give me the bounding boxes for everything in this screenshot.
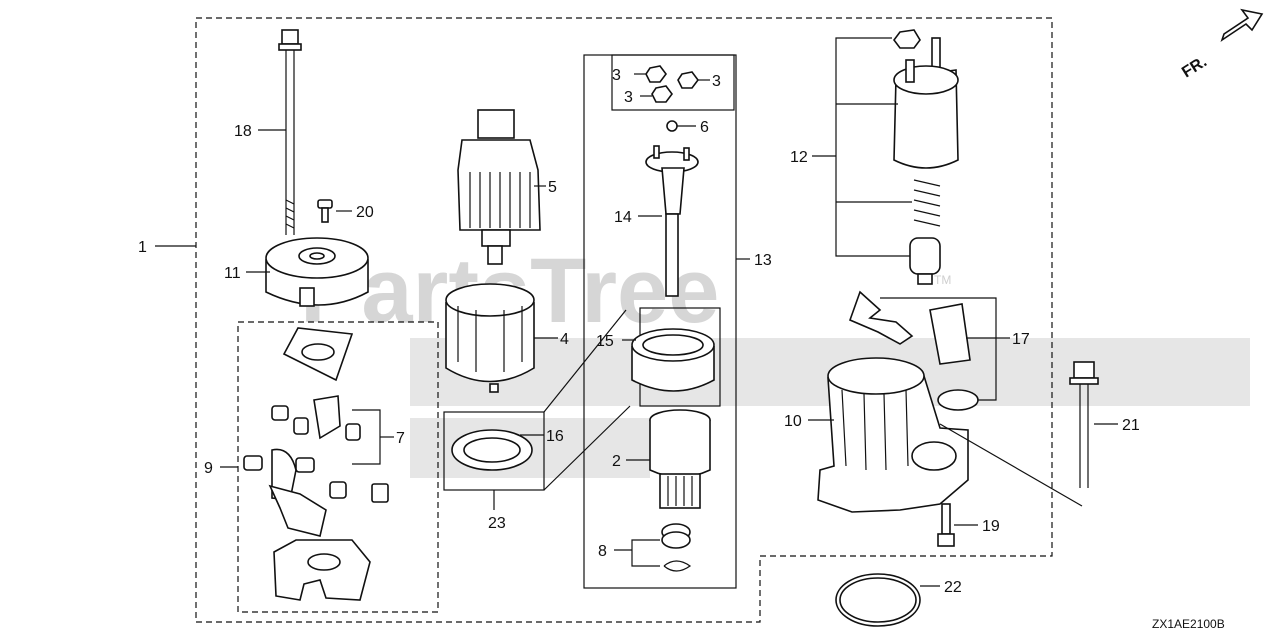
callout-8: 8	[598, 543, 607, 560]
long-bolt-18	[278, 29, 302, 235]
callout-21: 21	[1122, 417, 1140, 434]
collar-clip-8	[661, 523, 692, 572]
callout-19: 19	[982, 518, 1000, 535]
callout-15: 15	[596, 333, 614, 350]
callout-1: 1	[138, 239, 147, 256]
callout-7: 7	[396, 430, 405, 447]
assembly-boundary	[195, 17, 1053, 623]
callout-13: 13	[754, 252, 772, 269]
yoke-4	[445, 283, 535, 393]
callout-18: 18	[234, 123, 252, 140]
internal-gear-15	[631, 328, 715, 392]
pinion-gear-2	[649, 409, 711, 509]
callout-9: 9	[204, 460, 213, 477]
callout-23: 23	[488, 515, 506, 532]
o-ring-6	[666, 120, 678, 132]
callout-14: 14	[614, 209, 632, 226]
lever-pad-cap-17	[848, 290, 979, 411]
shaft-14	[645, 145, 699, 297]
washer-16	[451, 429, 533, 471]
leader-lines	[155, 37, 1118, 587]
brush-holder-parts-7-9	[243, 327, 389, 601]
solenoid-12	[893, 29, 959, 285]
callout-3c: 3	[624, 89, 633, 106]
through-bolt-21	[1069, 361, 1099, 488]
callout-12: 12	[790, 149, 808, 166]
callout-10: 10	[784, 413, 802, 430]
callout-2: 2	[612, 453, 621, 470]
callout-3a: 3	[612, 67, 621, 84]
trademark-mark: TM	[934, 273, 951, 287]
rear-cover-11	[265, 237, 369, 307]
callout-17: 17	[1012, 331, 1030, 348]
figure-code: ZX1AE2100B	[1152, 617, 1225, 631]
callout-3b: 3	[712, 73, 721, 90]
front-direction-arrow: FR.	[1179, 8, 1264, 81]
direction-label: FR.	[1179, 53, 1210, 81]
group-box-3	[611, 54, 735, 111]
armature-5	[457, 109, 541, 265]
o-ring-22	[835, 573, 921, 627]
callout-11: 11	[224, 265, 241, 282]
bolt-19	[937, 503, 955, 547]
callout-16: 16	[546, 428, 564, 445]
callout-6: 6	[700, 119, 709, 136]
front-housing-10	[817, 357, 969, 513]
screw-20	[317, 199, 333, 223]
callout-4: 4	[560, 331, 569, 348]
nuts-3	[645, 65, 699, 103]
callout-labels: 1 2 3 3 3 4 5 6 7 8 9 10 11 12 13 14 15 …	[138, 67, 1140, 596]
callout-22: 22	[944, 579, 962, 596]
callout-20: 20	[356, 204, 374, 221]
callout-5: 5	[548, 179, 557, 196]
